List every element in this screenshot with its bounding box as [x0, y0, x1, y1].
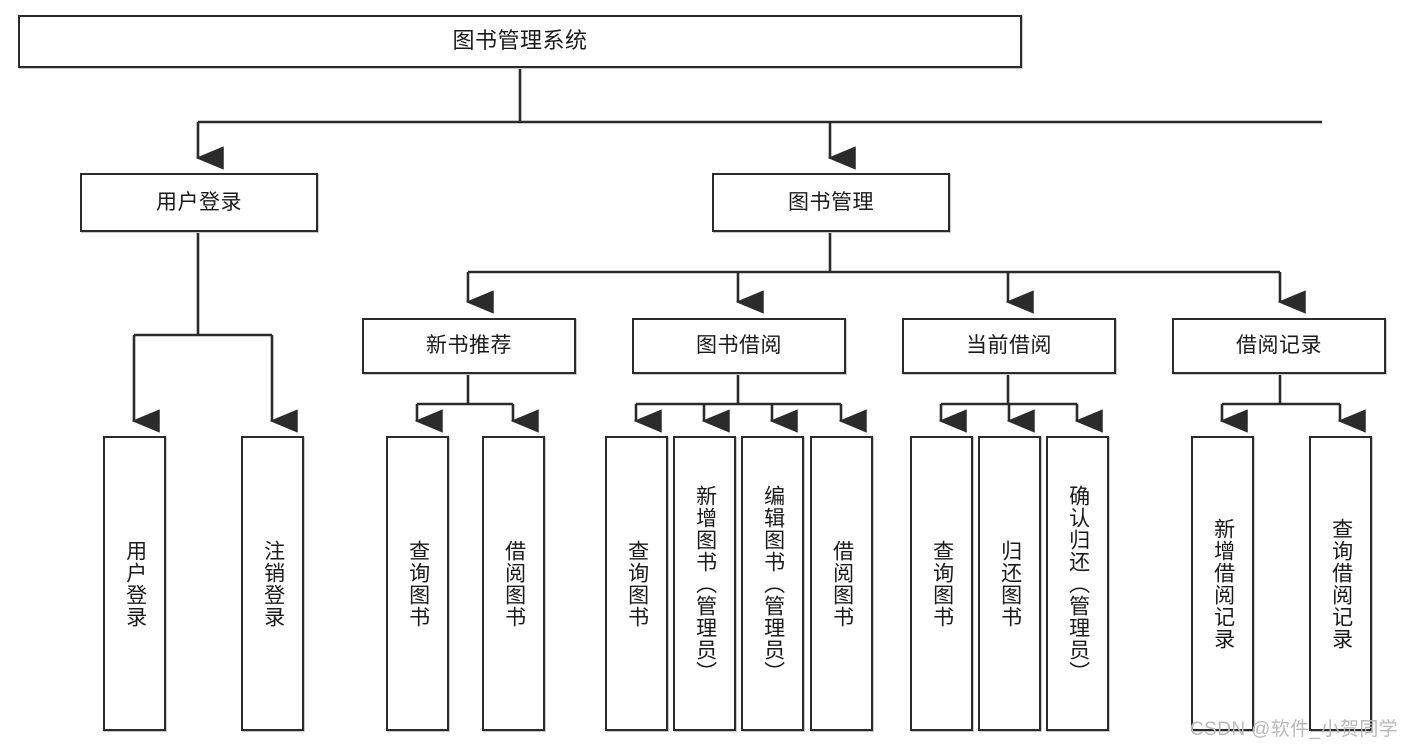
- node-leaf-label: 查询图书: [625, 539, 649, 628]
- node-leaf-label: 确认归还（管理员）: [1066, 484, 1090, 683]
- node-leaf-label: 编辑图书（管理员）: [761, 484, 785, 683]
- node-leaf-borrow-borrow-book[interactable]: 借阅图书: [810, 436, 873, 731]
- node-book-manage-label: 图书管理: [788, 190, 874, 214]
- node-new-book-recommend-label: 新书推荐: [426, 334, 512, 358]
- node-leaf-record-add-record[interactable]: 新增借阅记录: [1191, 436, 1254, 731]
- node-new-book-recommend[interactable]: 新书推荐: [362, 318, 576, 374]
- node-book-borrow[interactable]: 图书借阅: [632, 318, 846, 374]
- node-borrow-record[interactable]: 借阅记录: [1172, 318, 1386, 374]
- node-current-borrow-label: 当前借阅: [966, 334, 1052, 358]
- node-leaf-label: 注销登录: [261, 539, 285, 628]
- node-leaf-label: 查询图书: [930, 539, 954, 628]
- node-user-login[interactable]: 用户登录: [80, 173, 318, 232]
- node-leaf-borrow-add-book-admin[interactable]: 新增图书（管理员）: [673, 436, 736, 731]
- node-borrow-record-label: 借阅记录: [1236, 334, 1322, 358]
- node-leaf-label: 借阅图书: [502, 539, 526, 628]
- node-leaf-borrow-edit-book-admin[interactable]: 编辑图书（管理员）: [741, 436, 804, 731]
- node-current-borrow[interactable]: 当前借阅: [902, 318, 1116, 374]
- node-leaf-new-borrow-book[interactable]: 借阅图书: [482, 436, 545, 731]
- node-book-borrow-label: 图书借阅: [696, 334, 782, 358]
- node-leaf-new-query-book[interactable]: 查询图书: [386, 436, 449, 731]
- node-leaf-label: 查询借阅记录: [1329, 517, 1353, 650]
- node-leaf-label: 新增图书（管理员）: [693, 484, 717, 683]
- node-leaf-label: 新增借阅记录: [1211, 517, 1235, 650]
- node-leaf-user-login-logout[interactable]: 注销登录: [241, 436, 304, 731]
- node-leaf-record-query-record[interactable]: 查询借阅记录: [1309, 436, 1372, 731]
- node-leaf-label: 用户登录: [123, 539, 147, 628]
- node-user-login-label: 用户登录: [156, 190, 242, 214]
- node-book-manage[interactable]: 图书管理: [712, 173, 950, 232]
- watermark: CSDN @软件_小贺同学: [1190, 719, 1399, 740]
- node-leaf-current-return-book[interactable]: 归还图书: [978, 436, 1041, 731]
- node-root-label: 图书管理系统: [452, 28, 588, 54]
- node-leaf-borrow-query-book[interactable]: 查询图书: [605, 436, 668, 731]
- node-leaf-label: 查询图书: [406, 539, 430, 628]
- node-leaf-current-query-book[interactable]: 查询图书: [910, 436, 973, 731]
- node-leaf-current-confirm-return-admin[interactable]: 确认归还（管理员）: [1046, 436, 1109, 731]
- node-leaf-label: 借阅图书: [830, 539, 854, 628]
- node-leaf-label: 归还图书: [998, 539, 1022, 628]
- node-root[interactable]: 图书管理系统: [18, 15, 1022, 68]
- node-leaf-user-login-login[interactable]: 用户登录: [103, 436, 166, 731]
